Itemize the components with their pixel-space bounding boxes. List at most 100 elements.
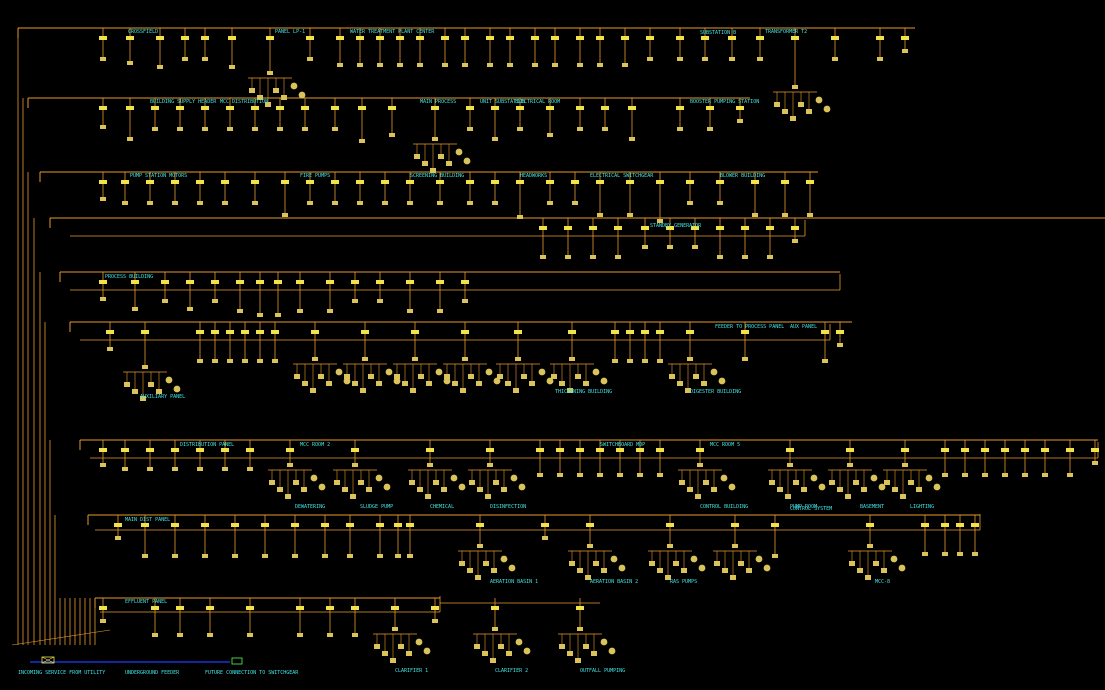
load-block [140, 396, 146, 401]
equipment-block [642, 245, 648, 249]
equipment-block [297, 633, 303, 637]
breaker-symbol [1091, 448, 1099, 452]
load-block [475, 575, 481, 580]
breaker-symbol [351, 280, 359, 284]
motor-symbol [500, 555, 508, 563]
breaker-symbol [791, 226, 799, 230]
diagram-label: UNIT SUBSTATION [480, 99, 525, 105]
breaker-symbol [771, 523, 779, 527]
diagram-label: SCREENING BUILDING [410, 173, 464, 179]
breaker-symbol [171, 523, 179, 527]
load-block [501, 487, 507, 492]
breaker-symbol [706, 106, 714, 110]
equipment-block [427, 463, 433, 467]
breaker-symbol [331, 180, 339, 184]
load-block [569, 561, 575, 566]
equipment-block [257, 359, 263, 363]
equipment-block [202, 554, 208, 558]
load-block [417, 487, 423, 492]
equipment-block [302, 127, 308, 131]
equipment-block [1022, 473, 1028, 477]
breaker-symbol [621, 36, 629, 40]
load-block [382, 651, 388, 656]
equipment-block [677, 57, 683, 61]
breaker-symbol [426, 448, 434, 452]
equipment-block [467, 201, 473, 205]
load-block [790, 116, 796, 121]
diagram-label: HEADWORKS [520, 173, 547, 179]
equipment-block [292, 554, 298, 558]
breaker-symbol [941, 448, 949, 452]
motor-symbol [755, 555, 763, 563]
motor-symbol [493, 377, 501, 385]
equipment-block [590, 255, 596, 259]
load-block [701, 381, 707, 386]
breaker-symbol [141, 523, 149, 527]
breaker-symbol [301, 106, 309, 110]
breaker-symbol [666, 226, 674, 230]
diagram-label: OUTFALL PUMPING [580, 668, 625, 674]
breaker-symbol [99, 36, 107, 40]
equipment-block [692, 245, 698, 249]
load-block [837, 487, 843, 492]
breaker-symbol [274, 280, 282, 284]
breaker-symbol [276, 106, 284, 110]
equipment-block [597, 63, 603, 67]
equipment-block [417, 63, 423, 67]
breaker-symbol [171, 448, 179, 452]
load-block [342, 487, 348, 492]
motor-symbol [335, 368, 343, 376]
motor-symbol [463, 157, 471, 165]
equipment-block [207, 633, 213, 637]
diagram-label: FEEDER TO PROCESS PANEL [715, 324, 784, 330]
load-block [402, 381, 408, 386]
breaker-symbol [461, 280, 469, 284]
load-block [430, 168, 436, 173]
diagram-label: MCC-8 [875, 579, 890, 585]
breaker-symbol [251, 106, 259, 110]
load-block [506, 651, 512, 656]
breaker-symbol [846, 448, 854, 452]
load-block [681, 568, 687, 573]
equipment-block [1002, 473, 1008, 477]
load-block [591, 651, 597, 656]
breaker-symbol [321, 523, 329, 527]
load-block [567, 651, 573, 656]
equipment-block [172, 554, 178, 558]
breaker-symbol [201, 106, 209, 110]
equipment-block [597, 473, 603, 477]
breaker-symbol [461, 36, 469, 40]
load-block [916, 487, 922, 492]
load-block [498, 644, 504, 649]
equipment-block [642, 359, 648, 363]
diagram-label: PUMP ROOM [790, 504, 817, 510]
breaker-symbol [546, 106, 554, 110]
equipment-block [627, 359, 633, 363]
riser-collector [11, 629, 111, 646]
breaker-symbol [956, 523, 964, 527]
diagram-label: AERATION BASIN 2 [590, 579, 638, 585]
motor-symbol [165, 376, 173, 384]
load-block [318, 374, 324, 379]
equipment-block [647, 57, 653, 61]
load-block [438, 154, 444, 159]
breaker-symbol [256, 330, 264, 334]
load-block [687, 487, 693, 492]
load-block [326, 381, 332, 386]
equipment-block [687, 357, 693, 361]
diagram-label: WATER TREATMENT PLANT CENTER [350, 29, 435, 35]
equipment-block [377, 63, 383, 67]
equipment-block [227, 359, 233, 363]
load-block [892, 487, 898, 492]
load-block [806, 109, 812, 114]
breaker-symbol [226, 106, 234, 110]
load-block [575, 658, 581, 663]
breaker-symbol [246, 606, 254, 610]
breaker-symbol [99, 106, 107, 110]
breaker-symbol [676, 36, 684, 40]
breaker-symbol [539, 226, 547, 230]
load-block [777, 487, 783, 492]
motor-symbol [173, 385, 181, 393]
diagram-label: MAIN PROCESS [420, 99, 456, 105]
